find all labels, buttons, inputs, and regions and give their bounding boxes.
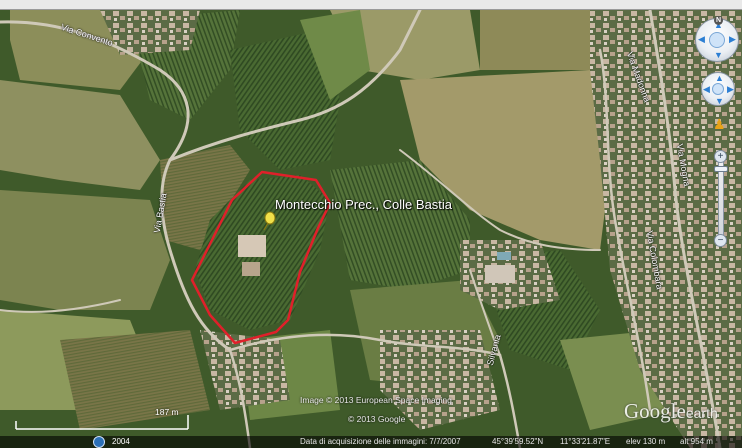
road: [469, 269, 501, 356]
villa-yard: [242, 262, 260, 276]
road: [228, 333, 502, 357]
building: [485, 265, 515, 283]
field: [400, 70, 610, 250]
field: [0, 190, 170, 310]
longitude-readout: 11°33'21.87"E: [560, 437, 611, 446]
latitude-readout: 45°39'59.52"N: [492, 437, 544, 446]
boundary-outline: [190, 170, 332, 345]
field: [230, 30, 340, 170]
zoom-slider-thumb[interactable]: [714, 166, 728, 172]
satellite-imagery[interactable]: [0, 10, 742, 448]
north-indicator[interactable]: N: [714, 16, 723, 25]
credit-line: © 2013 Google: [348, 414, 406, 424]
scale-label: 187 m: [155, 407, 179, 417]
field: [160, 145, 250, 250]
town-area: [200, 330, 290, 410]
altitude-readout: alt 954 m: [680, 437, 713, 446]
road: [0, 299, 121, 313]
imagery-credits: Image © 2013 European Space Imaging © 20…: [300, 391, 452, 429]
acquisition-date: Data di acquisizione delle immagini: 7/7…: [300, 437, 461, 446]
road: [598, 48, 652, 412]
placemark-label[interactable]: Montecchio Prec., Colle Bastia: [275, 197, 453, 212]
historical-year: 2004: [112, 437, 130, 446]
move-joystick-icon[interactable]: ▲ ▼ ◀ ▶: [701, 72, 735, 106]
field: [330, 160, 470, 290]
road: [648, 10, 722, 448]
pool: [497, 252, 511, 260]
google-earth-logo: Googleearth: [624, 399, 718, 424]
town-area: [590, 10, 742, 448]
zoom-in-button[interactable]: +: [714, 150, 727, 163]
road: [399, 149, 601, 251]
logo-sub: earth: [685, 405, 718, 421]
zoom-out-button[interactable]: −: [714, 234, 727, 247]
clock-icon[interactable]: [93, 436, 105, 448]
scale-bar: [15, 415, 189, 430]
field: [60, 330, 210, 430]
town-area: [100, 10, 200, 55]
elevation-readout: elev 130 m: [626, 437, 666, 446]
field: [300, 10, 370, 100]
field: [0, 80, 160, 190]
field: [480, 10, 610, 70]
road: [0, 20, 232, 352]
pushpin-icon[interactable]: [263, 211, 276, 231]
villa: [238, 235, 266, 257]
top-toolbar-strip: [0, 0, 742, 10]
credit-line: Image © 2013 European Space Imaging: [300, 395, 452, 405]
road: [168, 10, 422, 162]
status-bar: Data di acquisizione delle immagini: 7/7…: [0, 436, 742, 448]
logo-main: Google: [624, 399, 686, 423]
pegman-icon[interactable]: ♟: [713, 116, 726, 132]
town-area: [380, 330, 500, 430]
zoom-slider[interactable]: [718, 150, 724, 240]
